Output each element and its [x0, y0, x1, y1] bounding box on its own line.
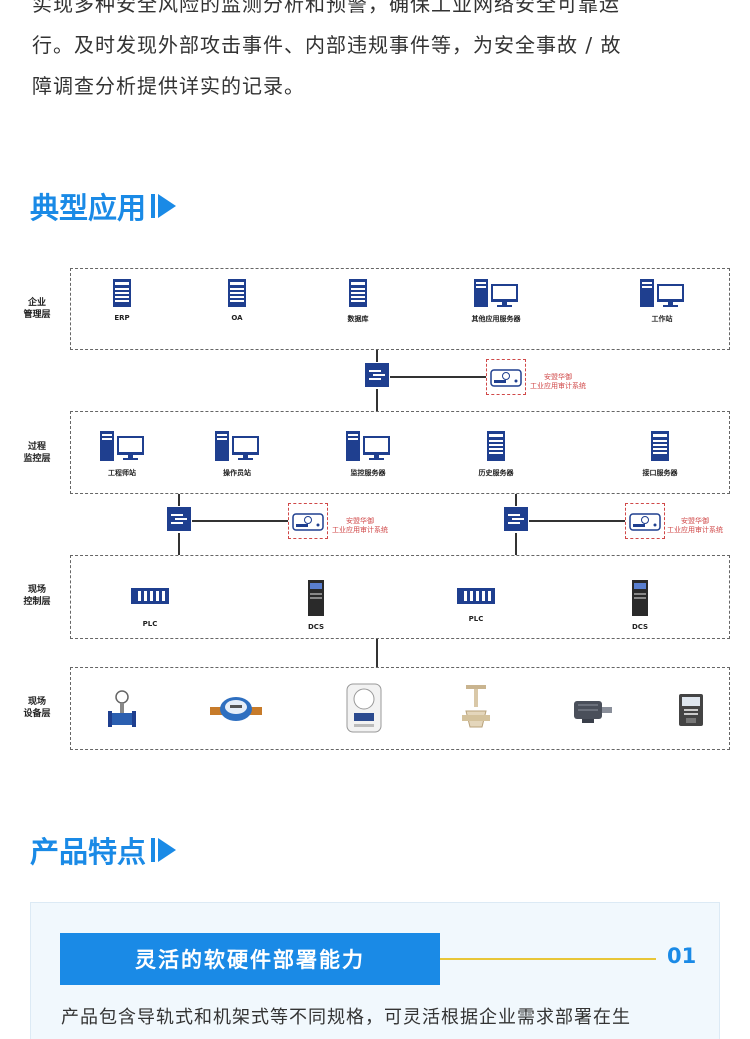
- node-plc-1: PLC: [120, 587, 180, 628]
- workstation-icon: [474, 279, 518, 307]
- audit-device-3: [625, 503, 665, 539]
- title-arrow-icon: [158, 838, 177, 862]
- layer-device-box: [70, 667, 730, 750]
- link-switch-control-left: [178, 533, 180, 555]
- layer-label-enterprise: 企业管理层: [23, 298, 51, 320]
- switch-icon: [504, 507, 528, 531]
- title-bar-icon: [151, 838, 156, 862]
- audit-device-1: [486, 359, 526, 395]
- node-engineer-station: 工程师站: [92, 430, 152, 478]
- node-oa: OA: [217, 278, 257, 322]
- section-title-text: 产品特点: [30, 835, 147, 869]
- dcs-icon: [632, 580, 648, 616]
- valve-icon: [462, 685, 490, 728]
- section-title-typical-app: 典型应用: [30, 185, 177, 227]
- node-interface-server: 接口服务器: [630, 430, 690, 478]
- panel-meter-icon: [679, 694, 703, 726]
- audit-appliance-icon: [629, 513, 661, 531]
- link-switch-audit-3: [529, 520, 625, 522]
- server-icon: [349, 279, 367, 307]
- electric-meter-icon: [346, 683, 382, 733]
- flowmeter-icon: [108, 690, 136, 727]
- node-operator-station: 操作员站: [207, 430, 267, 478]
- workstation-icon: [100, 431, 144, 461]
- layer-process-box: [70, 411, 730, 494]
- node-other-app-server: 其他应用服务器: [466, 278, 526, 324]
- node-database: 数据库: [338, 278, 378, 324]
- title-arrow-icon: [158, 194, 177, 218]
- node-workstation: 工作站: [632, 278, 692, 324]
- dcs-icon: [308, 580, 324, 616]
- link-switch-control-right: [515, 533, 517, 555]
- server-icon: [487, 431, 505, 461]
- audit-label-1: 安盟华御工业应用审计系统: [530, 373, 586, 390]
- workstation-icon: [215, 431, 259, 461]
- feature-number: 01: [667, 944, 697, 968]
- node-erp: ERP: [102, 278, 142, 322]
- audit-appliance-icon: [490, 369, 522, 387]
- intro-paragraph: 实现多种安全风险的监测分析和预警，确保工业网络安全可靠运 行。及时发现外部攻击事…: [32, 0, 722, 107]
- switch-icon: [167, 507, 191, 531]
- feature-title: 灵活的软硬件部署能力: [60, 933, 440, 985]
- audit-label-2: 安盟华御工业应用审计系统: [332, 517, 388, 534]
- node-history-server: 历史服务器: [466, 430, 526, 478]
- workstation-icon: [346, 431, 390, 461]
- feature-divider: [440, 958, 656, 960]
- node-monitor-server: 监控服务器: [338, 430, 398, 478]
- layer-label-control: 现场控制层: [23, 585, 51, 607]
- plc-icon: [131, 588, 169, 604]
- link-switch-audit-2: [192, 520, 288, 522]
- link-switch-audit-1: [390, 376, 486, 378]
- feature-card: 灵活的软硬件部署能力 01 产品包含导轨式和机架式等不同规格，可灵活根据企业需求…: [30, 902, 720, 1039]
- layer-label-process: 过程监控层: [23, 442, 51, 464]
- water-meter-icon: [210, 697, 262, 721]
- layer-control-box: [70, 555, 730, 639]
- audit-appliance-icon: [292, 513, 324, 531]
- title-bar-icon: [151, 194, 156, 218]
- link-enterprise-switch: [376, 350, 378, 362]
- link-control-device: [376, 639, 378, 667]
- node-plc-2: PLC: [446, 587, 506, 623]
- intro-line-3: 障调查分析提供详实的记录。: [32, 74, 305, 98]
- node-dcs-1: DCS: [286, 579, 346, 631]
- feature-description: 产品包含导轨式和机架式等不同规格，可灵活根据企业需求部署在生: [61, 1007, 631, 1028]
- link-switch-process: [376, 389, 378, 411]
- plc-icon: [457, 588, 495, 604]
- server-icon: [113, 279, 131, 307]
- layer-enterprise-box: [70, 268, 730, 350]
- network-diagram: 企业管理层 ERP OA 数据库 其他应用服务器 工作站 安盟华御工业应用审计系…: [0, 255, 750, 765]
- node-dcs-2: DCS: [610, 579, 670, 631]
- intro-line-1: 实现多种安全风险的监测分析和预警，确保工业网络安全可靠运: [32, 0, 620, 16]
- layer-label-device: 现场设备层: [23, 697, 51, 719]
- link-process-switch-right: [515, 494, 517, 506]
- server-icon: [651, 431, 669, 461]
- section-title-text: 典型应用: [30, 191, 147, 225]
- switch-icon: [365, 363, 389, 387]
- intro-line-2: 行。及时发现外部攻击事件、内部违规事件等，为安全事故 / 故: [32, 33, 622, 57]
- workstation-icon: [640, 279, 684, 307]
- link-process-switch-left: [178, 494, 180, 506]
- server-icon: [228, 279, 246, 307]
- motor-icon: [574, 701, 612, 723]
- audit-device-2: [288, 503, 328, 539]
- section-title-features: 产品特点: [30, 829, 177, 871]
- audit-label-3: 安盟华御工业应用审计系统: [667, 517, 723, 534]
